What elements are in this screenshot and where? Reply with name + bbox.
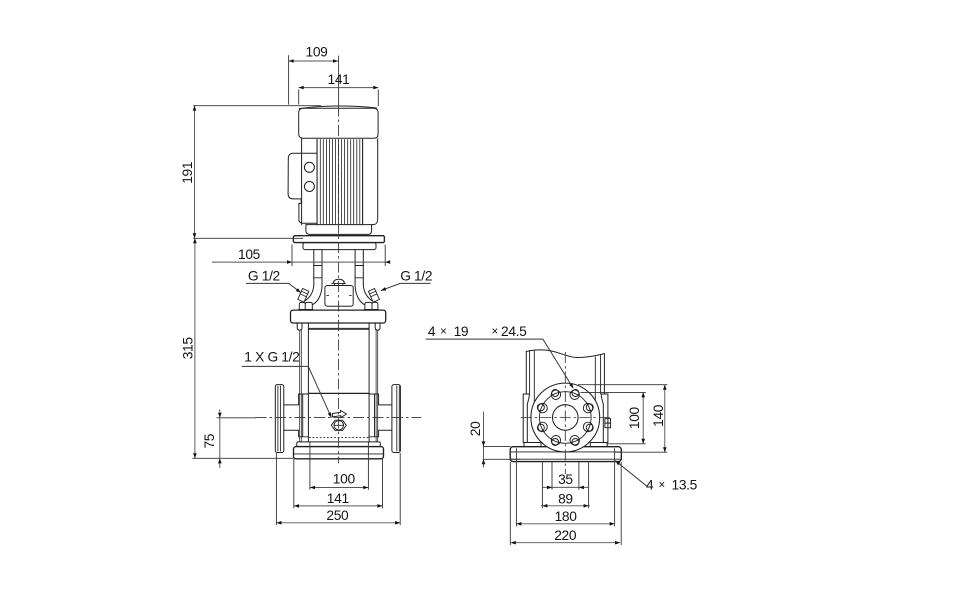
svg-text:13.5: 13.5: [672, 478, 698, 493]
svg-text:20: 20: [468, 421, 483, 436]
svg-text:75: 75: [202, 433, 217, 448]
svg-text:G 1/2: G 1/2: [248, 268, 280, 283]
svg-text:315: 315: [180, 337, 195, 360]
svg-text:109: 109: [306, 45, 329, 60]
svg-text:4: 4: [428, 324, 436, 339]
svg-text:89: 89: [558, 491, 573, 506]
svg-text:141: 141: [328, 72, 350, 87]
svg-text:191: 191: [180, 162, 195, 184]
svg-text:4: 4: [646, 478, 654, 493]
svg-text:180: 180: [555, 509, 578, 524]
svg-text:24.5: 24.5: [501, 324, 527, 339]
svg-text:100: 100: [627, 406, 642, 429]
svg-text:×: ×: [440, 326, 446, 338]
svg-text:100: 100: [333, 472, 356, 487]
svg-text:140: 140: [651, 404, 666, 427]
svg-text:105: 105: [238, 247, 261, 262]
svg-text:19: 19: [454, 324, 469, 339]
svg-text:220: 220: [554, 528, 577, 543]
svg-text:1 X G 1/2: 1 X G 1/2: [244, 350, 299, 365]
svg-text:141: 141: [327, 491, 349, 506]
svg-text:250: 250: [326, 508, 349, 523]
svg-text:35: 35: [558, 472, 573, 487]
svg-text:×: ×: [659, 480, 665, 492]
svg-text:G 1/2: G 1/2: [400, 268, 432, 283]
svg-text:×: ×: [492, 326, 498, 338]
